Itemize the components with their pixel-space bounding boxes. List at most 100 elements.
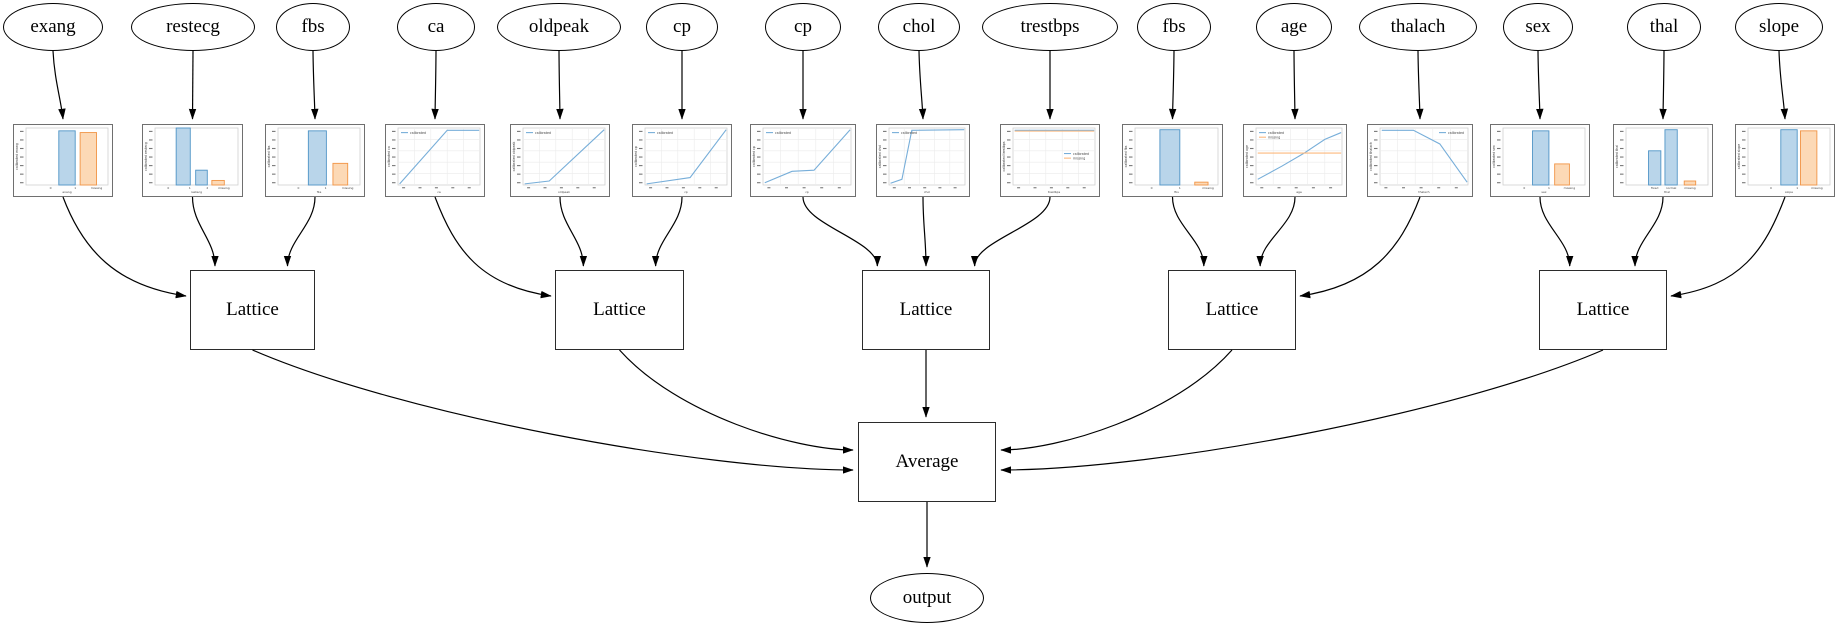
series-line-blue: [890, 129, 965, 184]
y-tick-label: [20, 130, 24, 132]
plot-area: [397, 127, 481, 186]
edge: [1659, 50, 1667, 120]
y-tick-label: [883, 147, 887, 150]
y-axis-label: calibrated cp: [634, 146, 638, 167]
x-tick-label: [467, 187, 471, 189]
bar-blue: [1159, 129, 1181, 186]
feature-node-label: slope: [1758, 16, 1800, 37]
x-axis-label: cp: [805, 190, 809, 194]
y-axis-label: calibrated exang: [15, 143, 19, 170]
y-tick-label: [1497, 139, 1501, 141]
y-axis-label: calibrated thalach: [1369, 142, 1373, 171]
x-tick-label: [892, 187, 896, 189]
edge: [556, 50, 564, 120]
y-tick-label: [1007, 173, 1011, 175]
y-axis-label: calibrated cp: [752, 146, 756, 167]
x-axis-label: exang: [62, 190, 71, 194]
y-tick-label: [20, 182, 24, 184]
y-tick-label: [883, 165, 887, 167]
x-tick-label: [1311, 187, 1315, 189]
y-tick-label: [639, 165, 643, 167]
y-axis-label: calibrated chol: [878, 145, 882, 169]
x-tick-label: [543, 187, 547, 189]
feature-node-label: fbs: [1162, 16, 1186, 37]
edge: [283, 196, 316, 267]
y-tick-label: [883, 156, 887, 158]
y-tick-label: [517, 173, 521, 175]
bar-blue: [1664, 129, 1678, 186]
bar-orange: [332, 162, 349, 186]
x-tick-label: 0: [50, 186, 52, 190]
y-tick-label: [517, 139, 521, 141]
legend-label-calibrated: calibrated: [775, 131, 791, 135]
plot-area: [1255, 127, 1343, 186]
y-tick-label: [272, 165, 276, 167]
series-line-blue: [646, 129, 727, 185]
y-tick-label: [1742, 156, 1746, 158]
y-tick-label: [1497, 147, 1501, 150]
y-tick-label: [1620, 173, 1624, 175]
plot-area: [522, 127, 606, 186]
edge: [1299, 196, 1421, 299]
x-tick-label: missing: [91, 186, 103, 190]
edge: [1000, 349, 1604, 474]
y-tick-label: [517, 147, 521, 150]
y-tick-label: [272, 156, 276, 158]
edge: [619, 349, 854, 454]
y-tick-label: [20, 173, 24, 175]
x-tick-label: [1017, 187, 1021, 189]
feature-node-label: chol: [902, 16, 936, 37]
y-tick-label: [1007, 139, 1011, 141]
x-tick-label: [1260, 187, 1264, 189]
x-tick-label: [681, 187, 685, 189]
y-tick-label: [392, 173, 396, 175]
x-tick-label: [665, 187, 669, 189]
edge: [1291, 50, 1299, 120]
y-tick-label: [883, 182, 887, 184]
x-tick-label: [1402, 187, 1405, 189]
x-tick-label: [802, 187, 806, 189]
x-tick-label: [1454, 187, 1458, 189]
average-node-label: Average: [895, 451, 959, 472]
y-tick-label: [1129, 165, 1133, 167]
input-node-restecg: restecg: [131, 3, 255, 51]
edge: [559, 196, 588, 267]
chart-figure: calibrated trestbpstrestbpscalibratedmis…: [1002, 127, 1096, 194]
x-tick-label: [451, 187, 455, 189]
feature-node-label: oldpeak: [528, 16, 590, 37]
x-tick-label: [1294, 187, 1298, 189]
x-tick-label: [527, 187, 531, 189]
x-axis-label: cp: [684, 190, 688, 194]
input-node-sex: sex: [1503, 3, 1573, 51]
series-line-blue: [764, 129, 851, 184]
x-axis-label: restecg: [191, 190, 202, 194]
edge: [1670, 196, 1786, 299]
y-tick-label: [757, 182, 761, 184]
y-tick-label: [757, 173, 761, 175]
feature-node-label: thal: [1649, 16, 1679, 37]
y-tick-label: [757, 147, 761, 150]
y-tick-label: [883, 139, 887, 141]
x-axis-label: age: [1296, 190, 1302, 194]
y-tick-label: [149, 173, 153, 175]
x-axis-label: fbs: [1174, 190, 1179, 194]
input-node-ca: ca: [397, 3, 475, 51]
y-tick-label: [272, 139, 276, 141]
series-line-blue: [524, 129, 605, 185]
y-axis-label: calibrated trestbps: [1002, 141, 1006, 171]
x-tick-label: [908, 187, 911, 189]
y-tick-label: [1742, 182, 1746, 184]
y-axis-label: calibrated slope: [1737, 144, 1741, 170]
